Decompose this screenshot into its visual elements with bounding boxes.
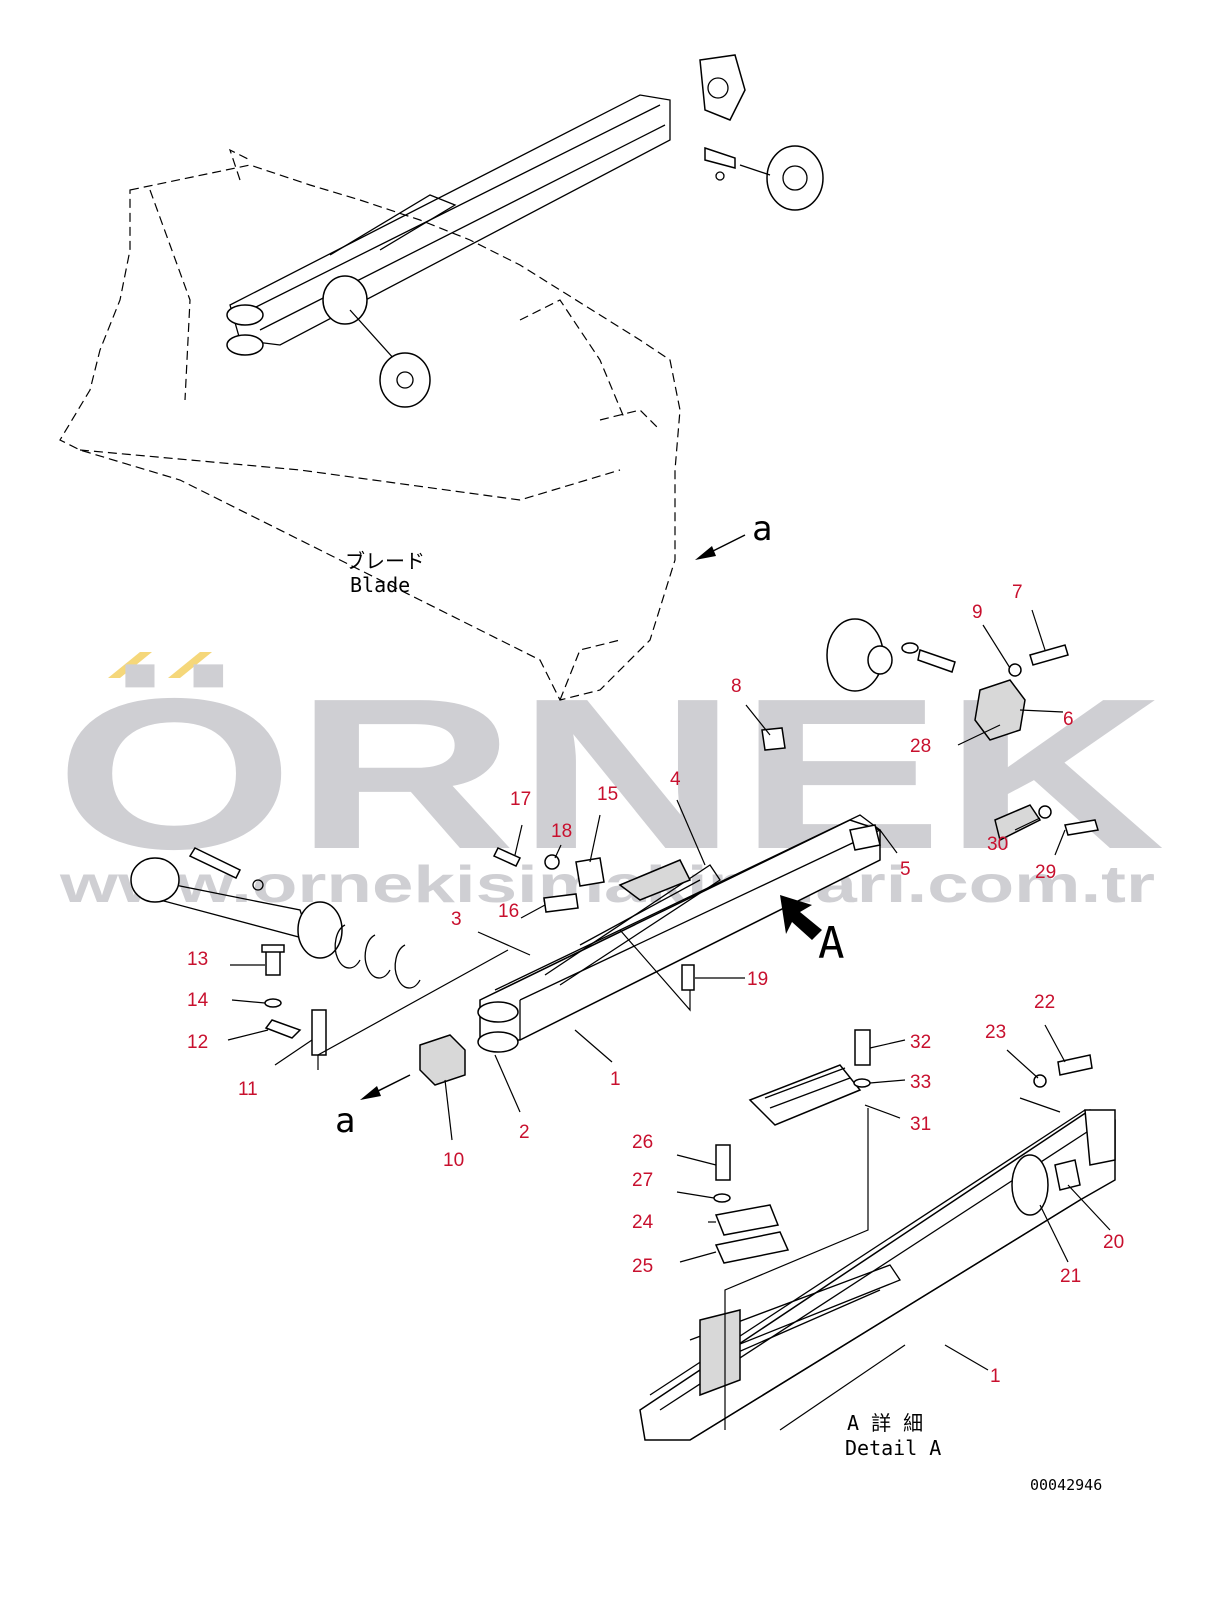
callout-label: 1 bbox=[990, 1366, 1001, 1387]
callout-label: 15 bbox=[597, 784, 618, 805]
callout-label: 2 bbox=[519, 1122, 530, 1143]
watermark-accent-left bbox=[108, 652, 152, 678]
callout-label: 26 bbox=[632, 1132, 653, 1153]
callout-label: 31 bbox=[910, 1114, 931, 1135]
callout-label: 13 bbox=[187, 949, 208, 970]
watermark-accent-right bbox=[168, 652, 212, 678]
view-a-arrow bbox=[780, 895, 822, 940]
callout-label: 33 bbox=[910, 1072, 931, 1093]
callout-label: 29 bbox=[1035, 862, 1056, 883]
callout-label: 30 bbox=[987, 834, 1008, 855]
callout-label: 20 bbox=[1103, 1232, 1124, 1253]
ball-joint-assembly bbox=[130, 847, 421, 989]
watermark-url: www.ornekisimakinalari.com.tr bbox=[59, 856, 1155, 914]
drawing-number: 00042946 bbox=[1030, 1476, 1102, 1494]
callout-label: 22 bbox=[1034, 992, 1055, 1013]
callout-label: 24 bbox=[632, 1212, 654, 1233]
upper-mount-parts bbox=[699, 54, 824, 211]
callout-label: 3 bbox=[451, 909, 462, 930]
callout-label: 19 bbox=[747, 969, 768, 990]
section-marker-bottom: a bbox=[335, 1101, 355, 1141]
blade-outline bbox=[59, 148, 681, 701]
blade-label-en: Blade bbox=[350, 573, 410, 597]
callout-label: 32 bbox=[910, 1032, 931, 1053]
callout-label: 10 bbox=[443, 1150, 464, 1171]
arrows bbox=[360, 534, 822, 1100]
detail-a-view bbox=[639, 1029, 1116, 1441]
callout-label: 27 bbox=[632, 1170, 653, 1191]
small-parts-left bbox=[261, 847, 695, 1086]
callout-label: 23 bbox=[985, 1022, 1006, 1043]
callout-label: 6 bbox=[1063, 709, 1074, 730]
callout-label: 28 bbox=[910, 736, 931, 757]
callout-label: 11 bbox=[238, 1079, 258, 1100]
detail-label-jp: A 詳 細 bbox=[847, 1411, 923, 1435]
callout-label: 12 bbox=[187, 1032, 208, 1053]
right-mount-parts bbox=[761, 618, 1099, 842]
callout-label: 4 bbox=[670, 769, 681, 790]
callout-label: 5 bbox=[900, 859, 911, 880]
leader-lines bbox=[227, 609, 1111, 1431]
callout-label: 9 bbox=[972, 602, 983, 623]
callout-label: 21 bbox=[1060, 1266, 1081, 1287]
callout-label: 17 bbox=[510, 789, 531, 810]
callout-label: 8 bbox=[731, 676, 742, 697]
section-marker-top: a bbox=[752, 509, 772, 549]
callout-label: 1 bbox=[610, 1069, 621, 1090]
frame-assembly bbox=[477, 814, 881, 1053]
detail-label-en: Detail A bbox=[845, 1436, 941, 1460]
callout-label: 25 bbox=[632, 1256, 653, 1277]
view-marker: A bbox=[818, 918, 845, 969]
upper-push-arm bbox=[226, 94, 671, 408]
callout-numbers: 1 2 3 4 5 6 7 8 9 10 11 12 13 14 15 16 1… bbox=[187, 582, 1124, 1387]
callout-label: 7 bbox=[1012, 582, 1023, 603]
callout-label: 16 bbox=[498, 901, 519, 922]
callout-label: 18 bbox=[551, 821, 572, 842]
callout-label: 14 bbox=[187, 990, 209, 1011]
blade-label-jp: ブレード bbox=[345, 549, 425, 573]
